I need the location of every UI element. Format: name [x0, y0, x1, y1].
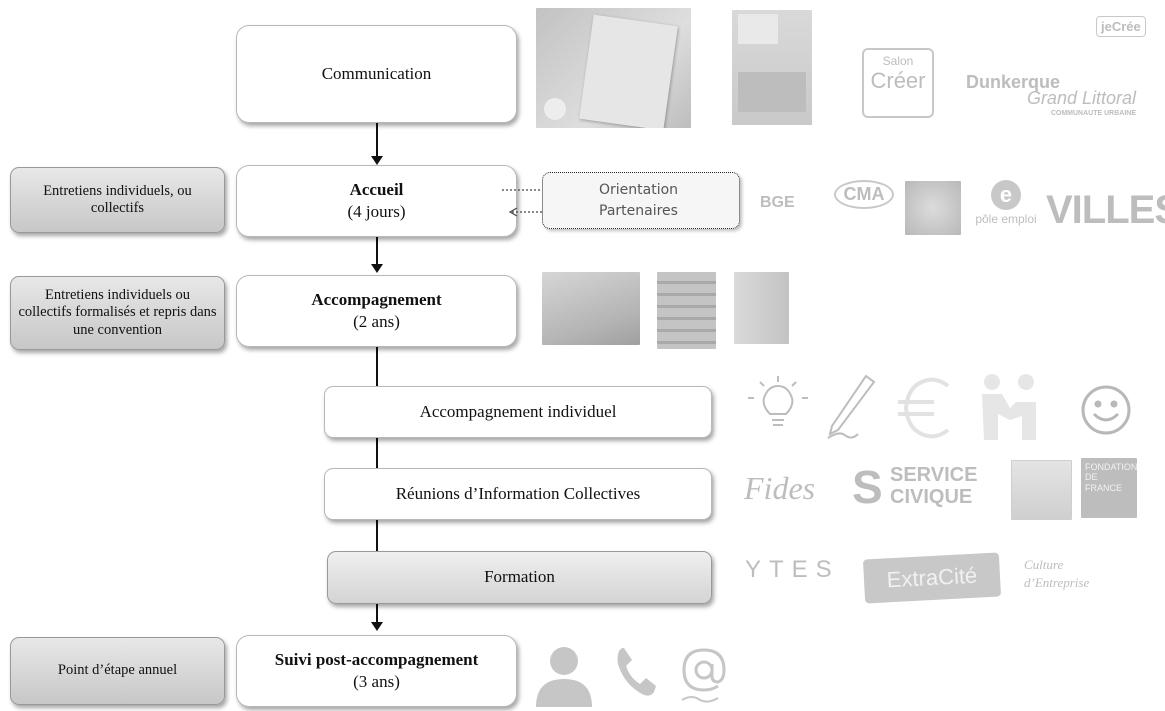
service-civique-mark: S — [852, 461, 883, 513]
handshake-icon — [982, 374, 1036, 440]
suivi-box: Suivi post-accompagnement (3 ans) — [236, 635, 517, 707]
extracite-logo: ExtraCité — [862, 552, 1002, 604]
formation-box: Formation — [327, 551, 712, 604]
pen-icon — [827, 374, 876, 439]
reunions-box: Réunions d’Information Collectives — [324, 468, 712, 520]
side-label-point-etape: Point d’étape annuel — [10, 637, 225, 705]
office-photo-2 — [657, 272, 716, 349]
bge-logo: BGE — [760, 194, 795, 211]
communication-label: Communication — [321, 63, 432, 83]
office-photo-3 — [734, 272, 789, 344]
cma-logo: CMA — [834, 180, 894, 232]
connector-line — [376, 604, 378, 624]
communication-box: Communication — [236, 25, 517, 123]
connector-line — [376, 123, 378, 158]
partenaires-label: Partenaires — [599, 202, 678, 219]
connector-line — [376, 347, 378, 387]
connector-line — [376, 520, 378, 552]
pole-emploi-mark: e — [991, 180, 1021, 210]
accompagnement-title: Accompagnement — [311, 289, 442, 309]
accueil-duration: (4 jours) — [347, 202, 406, 221]
smiley-icon — [1081, 385, 1131, 435]
jecree-logo: jeCrée — [1096, 16, 1146, 37]
accompagnement-box: Accompagnement (2 ans) — [236, 275, 517, 347]
pole-emploi-logo: e pôle emploi — [975, 180, 1037, 226]
accompagnement-individuel-label: Accompagnement individuel — [419, 401, 617, 421]
arrow-head — [371, 264, 383, 273]
phone-icon — [617, 648, 656, 696]
euro-icon — [898, 377, 950, 439]
fondation-de-france-logo: FONDATION DE FRANCE — [1081, 458, 1137, 518]
arrow-head — [371, 156, 383, 165]
culture-entreprise-logo: Culture d’Entreprise — [1024, 557, 1090, 591]
jecree-website-image — [732, 10, 812, 125]
formation-label: Formation — [484, 567, 555, 587]
office-photo-1 — [542, 272, 640, 345]
side-label-entretiens: Entretiens individuels, ou collectifs — [10, 167, 225, 233]
arrow-head — [371, 622, 383, 631]
villes-logo: VILLES — [1046, 188, 1165, 232]
accompagnement-duration: (2 ans) — [353, 312, 400, 331]
connector-line — [376, 236, 378, 266]
accueil-box: Accueil (4 jours) — [236, 165, 517, 237]
orientation-label: Orientation — [599, 181, 679, 198]
ytes-logo: YTES — [745, 556, 840, 583]
spiral-logo — [905, 181, 961, 235]
accueil-title: Accueil — [349, 179, 404, 199]
accompagnement-individuel-box: Accompagnement individuel — [324, 386, 712, 438]
dunkerque-logo: Dunkerque Grand Littoral COMMUNAUTE URBA… — [966, 72, 1136, 117]
reunions-label: Réunions d’Information Collectives — [395, 483, 641, 503]
lightbulb-icon — [748, 376, 808, 426]
suivi-duration: (3 ans) — [353, 672, 400, 691]
alpaline-logo — [1011, 460, 1072, 520]
person-icon — [536, 647, 592, 707]
fides-logo: Fides — [744, 470, 816, 506]
brochure-image — [536, 8, 691, 128]
connector-line — [376, 437, 378, 469]
service-civique-logo: S SERVICE CIVIQUE — [852, 461, 978, 513]
salon-creer-logo: Salon Créer — [862, 48, 934, 118]
side-label-formalises: Entretiens individuels ou collectifs for… — [10, 276, 225, 350]
suivi-title: Suivi post-accompagnement — [274, 649, 479, 669]
at-icon — [681, 648, 726, 703]
orientation-partenaires-box: Orientation Partenaires — [542, 172, 740, 229]
